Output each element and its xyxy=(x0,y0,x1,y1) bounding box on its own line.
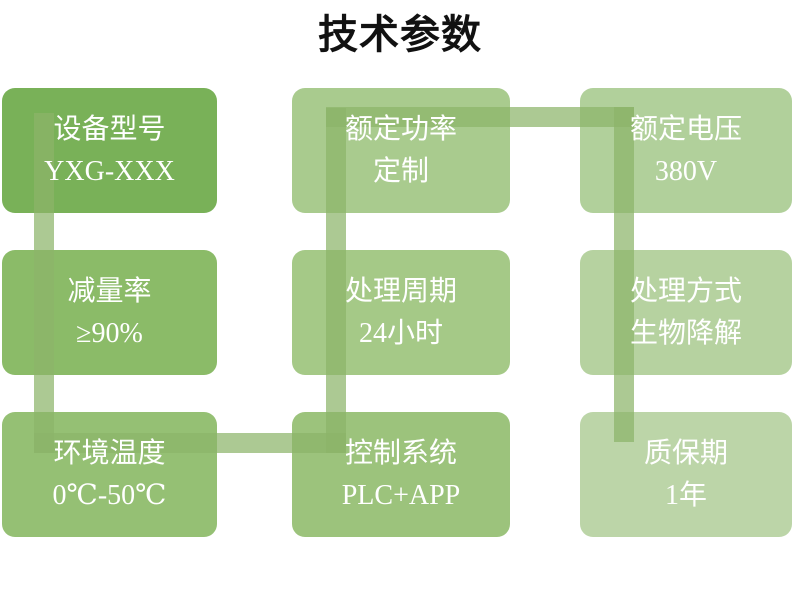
box-rated-voltage-label: 额定电压 xyxy=(629,114,742,145)
box-control-system-label: 控制系统 xyxy=(344,438,457,469)
box-rated-voltage-value: 380V xyxy=(654,156,718,187)
connector-column1-vertical xyxy=(34,113,54,453)
box-warranty-period-value: 1年 xyxy=(664,480,707,511)
box-control-system: 控制系统 PLC+APP xyxy=(292,412,510,537)
box-processing-method: 处理方式 生物降解 xyxy=(580,250,792,375)
box-ambient-temperature-value: 0℃-50℃ xyxy=(52,480,167,511)
connector-column2-vertical xyxy=(326,108,346,453)
box-processing-method-value: 生物降解 xyxy=(629,318,742,349)
box-warranty-period-label: 质保期 xyxy=(643,438,728,469)
box-processing-method-label: 处理方式 xyxy=(629,276,742,307)
box-processing-cycle-label: 处理周期 xyxy=(344,276,457,307)
box-reduction-rate-value: ≥90% xyxy=(76,318,143,349)
connector-row1-horizontal xyxy=(326,107,634,127)
box-device-model-value: YXG-XXX xyxy=(44,156,175,187)
box-warranty-period: 质保期 1年 xyxy=(580,412,792,537)
box-ambient-temperature: 环境温度 0℃-50℃ xyxy=(2,412,217,537)
box-ambient-temperature-label: 环境温度 xyxy=(53,438,166,469)
box-processing-cycle-value: 24小时 xyxy=(358,318,443,349)
connector-row3-horizontal xyxy=(34,433,346,453)
box-device-model-label: 设备型号 xyxy=(53,114,166,145)
box-processing-cycle: 处理周期 24小时 xyxy=(292,250,510,375)
box-control-system-value: PLC+APP xyxy=(341,480,461,511)
slide-title: 技术参数 xyxy=(318,13,482,57)
box-reduction-rate-label: 减量率 xyxy=(67,276,152,307)
connector-column3-vertical xyxy=(614,107,634,442)
box-rated-power-label: 额定功率 xyxy=(344,114,457,145)
box-rated-power-value: 定制 xyxy=(372,156,429,187)
